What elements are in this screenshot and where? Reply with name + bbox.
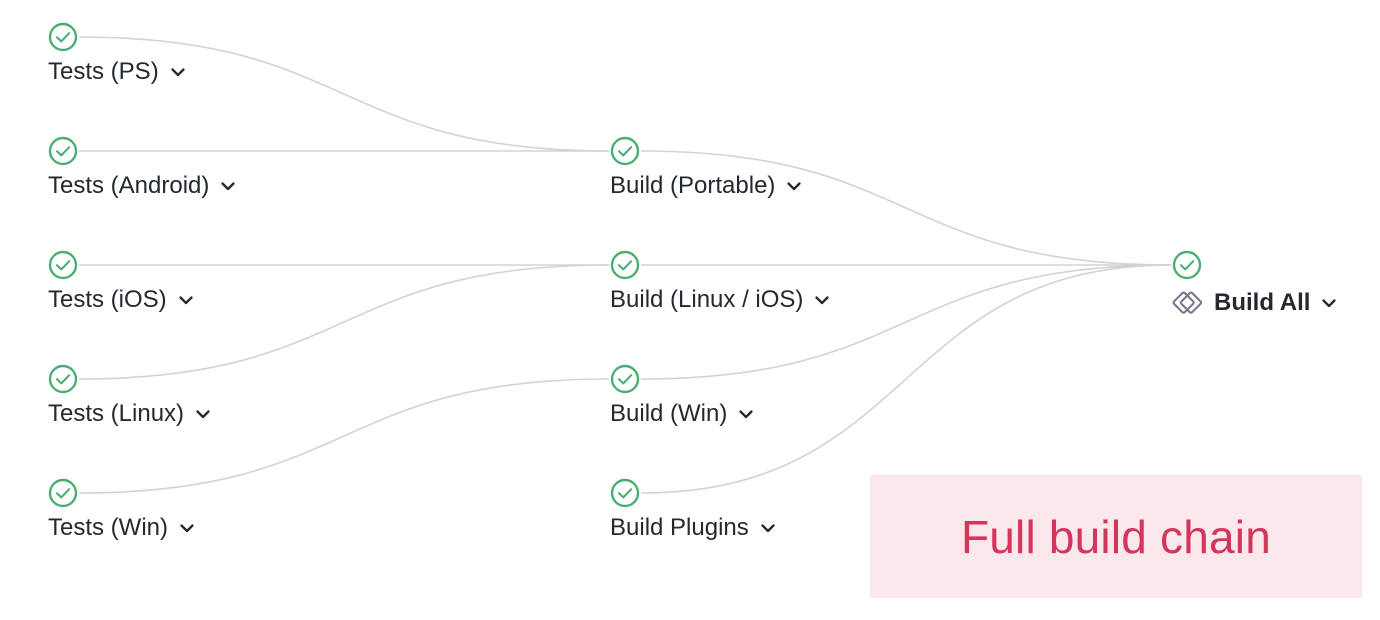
node-label: Build (Win) bbox=[610, 400, 728, 427]
chevron-down-icon[interactable] bbox=[193, 404, 213, 424]
check-circle-icon[interactable] bbox=[1172, 250, 1202, 280]
check-circle-icon[interactable] bbox=[610, 136, 640, 166]
node-label: Tests (PS) bbox=[48, 58, 159, 85]
node-label-row[interactable]: Build (Portable) bbox=[610, 174, 804, 198]
edge-tests-linux-to-build-linux-ios bbox=[78, 264, 610, 380]
node-label-row[interactable]: Tests (Android) bbox=[48, 174, 238, 198]
node-label-row[interactable]: Build (Linux / iOS) bbox=[610, 288, 832, 312]
check-circle-icon[interactable] bbox=[610, 364, 640, 394]
node-label-row[interactable]: Build All bbox=[1172, 288, 1339, 318]
check-circle-icon[interactable] bbox=[48, 364, 78, 394]
chevron-down-icon[interactable] bbox=[176, 290, 196, 310]
chevron-down-icon[interactable] bbox=[784, 176, 804, 196]
edge-tests-win-to-build-win bbox=[78, 378, 610, 494]
edge-build-portable-to-build-all bbox=[640, 150, 1172, 266]
chevron-down-icon[interactable] bbox=[168, 62, 188, 82]
node-label: Tests (Linux) bbox=[48, 400, 185, 427]
node-label: Build (Linux / iOS) bbox=[610, 286, 804, 313]
chevron-down-icon[interactable] bbox=[218, 176, 238, 196]
check-circle-icon[interactable] bbox=[610, 250, 640, 280]
chevron-down-icon[interactable] bbox=[736, 404, 756, 424]
node-label: Build All bbox=[1214, 289, 1311, 316]
node-label-row[interactable]: Build Plugins bbox=[610, 516, 778, 540]
node-label: Tests (Win) bbox=[48, 514, 168, 541]
callout-full-build-chain: Full build chain bbox=[870, 475, 1362, 598]
chevron-down-icon[interactable] bbox=[758, 518, 778, 538]
node-label: Build (Portable) bbox=[610, 172, 776, 199]
chevron-down-icon[interactable] bbox=[1319, 293, 1339, 313]
check-circle-icon[interactable] bbox=[48, 250, 78, 280]
node-label-row[interactable]: Tests (PS) bbox=[48, 60, 188, 84]
node-label-row[interactable]: Tests (Linux) bbox=[48, 402, 213, 426]
edge-tests-ps-to-build-portable bbox=[78, 36, 610, 152]
node-label: Tests (iOS) bbox=[48, 286, 167, 313]
check-circle-icon[interactable] bbox=[48, 136, 78, 166]
check-circle-icon[interactable] bbox=[48, 478, 78, 508]
check-circle-icon[interactable] bbox=[610, 478, 640, 508]
node-label: Build Plugins bbox=[610, 514, 749, 541]
composite-build-icon bbox=[1172, 288, 1206, 318]
edge-build-win-to-build-all bbox=[640, 264, 1172, 380]
node-label-row[interactable]: Tests (iOS) bbox=[48, 288, 196, 312]
chevron-down-icon[interactable] bbox=[177, 518, 197, 538]
node-label-row[interactable]: Build (Win) bbox=[610, 402, 756, 426]
check-circle-icon[interactable] bbox=[48, 22, 78, 52]
node-label: Tests (Android) bbox=[48, 172, 210, 199]
chevron-down-icon[interactable] bbox=[812, 290, 832, 310]
callout-label: Full build chain bbox=[960, 510, 1272, 563]
node-label-row[interactable]: Tests (Win) bbox=[48, 516, 197, 540]
